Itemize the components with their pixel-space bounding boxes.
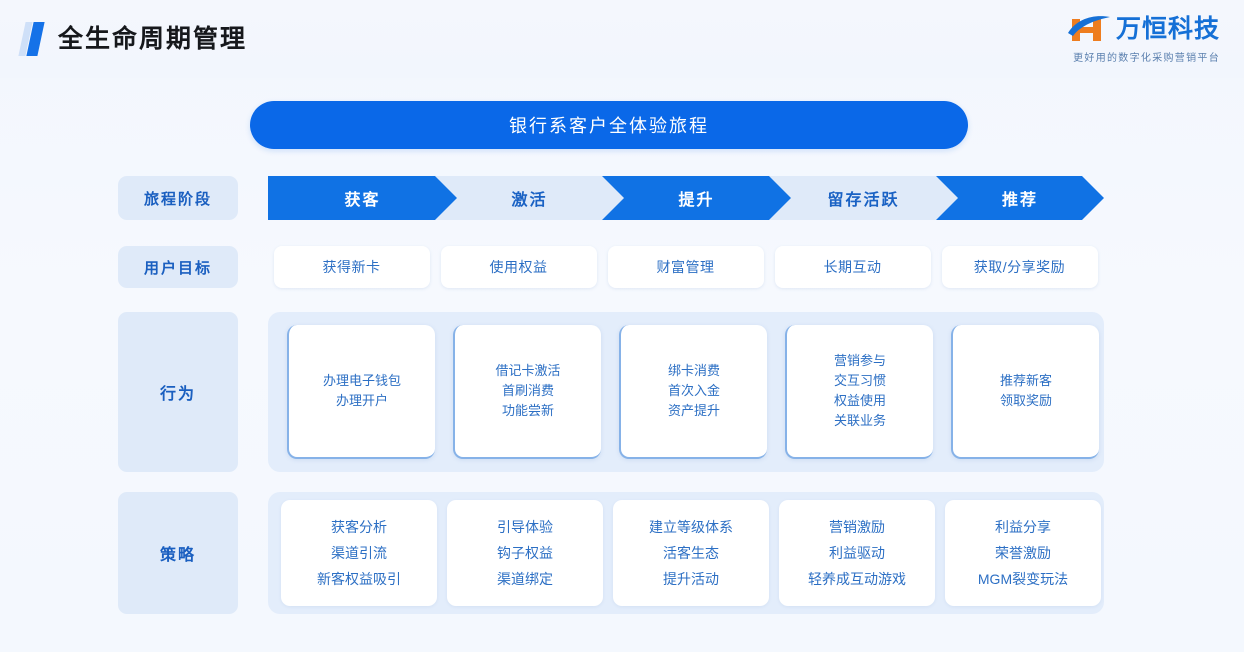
strategy-card-text: 营销激励利益驱动轻养成互动游戏 [808,519,906,587]
stage-row-label: 旅程阶段 [118,176,238,220]
behavior-card-4[interactable]: 营销参与交互习惯权益使用关联业务 [785,325,933,459]
stage-chevron-label: 激活 [511,192,548,209]
behavior-card-1[interactable]: 办理电子钱包办理开户 [287,325,435,459]
behavior-card-text: 办理电子钱包办理开户 [322,373,401,408]
goal-row: 用户目标 获得新卡使用权益财富管理长期互动获取/分享奖励 [0,246,1244,288]
behavior-card-text: 推荐新客领取奖励 [999,373,1052,408]
stage-chevron-label: 留存活跃 [827,192,900,209]
behavior-row-label: 行为 [118,312,238,472]
goal-pill-5[interactable]: 获取/分享奖励 [941,246,1098,288]
logo-row: 万恒科技 [1067,14,1220,44]
goal-track: 获得新卡使用权益财富管理长期互动获取/分享奖励 [268,246,1104,288]
behavior-panel: 办理电子钱包办理开户 借记卡激活首刷消费功能尝新 绑卡消费首次入金资产提升 营销参与交… [268,312,1104,472]
brand-tagline: 更好用的数字化采购营销平台 [1073,53,1220,64]
brand-logo: 万恒科技 更好用的数字化采购营销平台 [1067,14,1244,64]
title-accent-bar-icon [18,22,45,56]
stage-chevron-label: 提升 [678,192,715,209]
goal-pill-2[interactable]: 使用权益 [440,246,597,288]
journey-banner: 银行系客户全体验旅程 [250,101,968,149]
strategy-card-text: 建立等级体系活客生态提升活动 [649,519,733,587]
strategy-card-1[interactable]: 获客分析渠道引流新客权益吸引 [281,500,437,606]
stage-chevron-5[interactable]: 推荐 [936,176,1104,220]
company-logo-icon [1067,16,1110,41]
journey-banner-title: 银行系客户全体验旅程 [509,116,709,136]
brand-name: 万恒科技 [1115,14,1220,43]
goal-pill-3[interactable]: 财富管理 [607,246,764,288]
strategy-card-2[interactable]: 引导体验钩子权益渠道绑定 [447,500,603,606]
strategy-card-4[interactable]: 营销激励利益驱动轻养成互动游戏 [779,500,935,606]
stage-chevron-track: 获客 激活 提升 留存活跃 推荐 [268,176,1104,220]
behavior-card-text: 借记卡激活首刷消费功能尝新 [495,363,561,418]
strategy-card-text: 引导体验钩子权益渠道绑定 [497,519,553,587]
strategy-card-text: 获客分析渠道引流新客权益吸引 [317,519,401,587]
behavior-card-text: 绑卡消费首次入金资产提升 [667,363,720,418]
goal-pill-4[interactable]: 长期互动 [774,246,931,288]
stage-chevron-label: 获客 [344,192,381,209]
behavior-card-2[interactable]: 借记卡激活首刷消费功能尝新 [453,325,601,459]
goal-pill-1[interactable]: 获得新卡 [273,246,430,288]
stage-chevron-4[interactable]: 留存活跃 [769,176,958,220]
behavior-card-text: 营销参与交互习惯权益使用关联业务 [833,353,886,428]
behavior-row: 行为 办理电子钱包办理开户 借记卡激活首刷消费功能尝新 绑卡消费首次入金资产提升 营销… [0,312,1244,472]
page-header: 全生命周期管理 万恒科技 更好用的数字化采购营销平台 [0,0,1244,78]
behavior-card-3[interactable]: 绑卡消费首次入金资产提升 [619,325,767,459]
strategy-card-3[interactable]: 建立等级体系活客生态提升活动 [613,500,769,606]
stage-chevron-label: 推荐 [1001,192,1038,209]
strategy-panel: 获客分析渠道引流新客权益吸引 引导体验钩子权益渠道绑定 建立等级体系活客生态提升活动… [268,492,1104,614]
stage-chevron-3[interactable]: 提升 [602,176,791,220]
header-left: 全生命周期管理 [0,22,247,56]
behavior-card-5[interactable]: 推荐新客领取奖励 [951,325,1099,459]
strategy-row-label: 策略 [118,492,238,614]
strategy-row: 策略 获客分析渠道引流新客权益吸引 引导体验钩子权益渠道绑定 建立等级体系活客生态提… [0,492,1244,614]
stage-row: 旅程阶段 获客 激活 提升 留存活跃 推荐 [0,176,1244,220]
stage-chevron-2[interactable]: 激活 [435,176,624,220]
page-title: 全生命周期管理 [58,24,248,53]
stage-chevron-1[interactable]: 获客 [268,176,457,220]
goal-row-label: 用户目标 [118,246,238,288]
